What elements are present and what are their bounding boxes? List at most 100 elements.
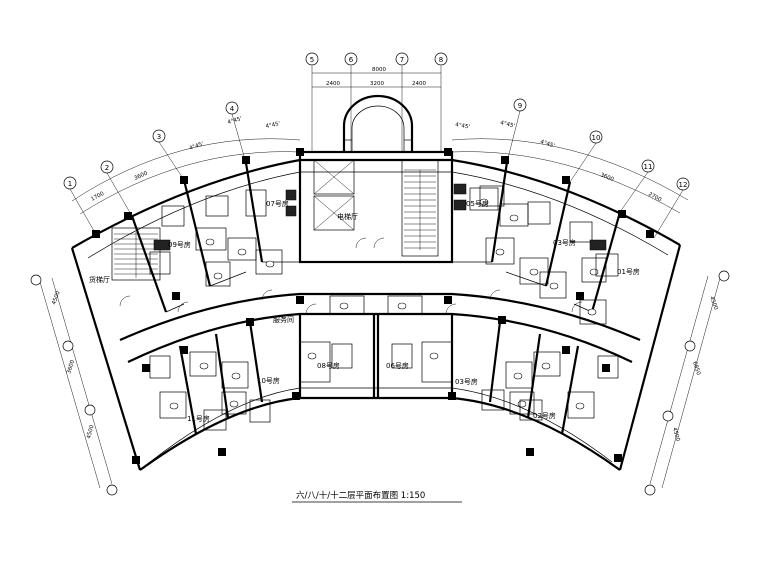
- room-partition: [490, 161, 509, 263]
- building-geometry: [30, 52, 730, 496]
- stair-core: [401, 159, 439, 257]
- outer-wall-right: [618, 244, 682, 471]
- axis-line: [506, 110, 521, 163]
- room-label-09: 09号房: [168, 240, 191, 249]
- axis-bubble: [718, 270, 730, 282]
- dim-right: 4500: [671, 427, 681, 443]
- room-partition: [244, 162, 264, 263]
- bath-fixture: [529, 268, 539, 276]
- axis-bubbles: 5 6 7 8 4 3 2 1 9 10 11 12: [68, 56, 688, 189]
- bath-fixture: [589, 268, 599, 276]
- dim-arc-left: 4°45': [227, 116, 243, 126]
- dim-right: 6850: [691, 361, 701, 377]
- structural-column: [501, 156, 509, 164]
- structural-column: [448, 392, 456, 400]
- side-dimensions: 4500 3600 4500 4500 6850 4500: [51, 290, 718, 443]
- dim-top-left: 2400: [326, 81, 340, 87]
- bath-fixture: [169, 402, 179, 410]
- structural-column: [218, 448, 226, 456]
- axis-label: 9: [518, 102, 522, 110]
- structural-column: [172, 292, 180, 300]
- freight-elevator-label: 货梯厅: [89, 275, 110, 284]
- room-partition: [130, 215, 168, 313]
- dim-arc-right: 3600: [599, 172, 615, 183]
- outer-wall-top: [71, 158, 681, 249]
- door-swing: [355, 237, 367, 249]
- dimension-line: [661, 277, 721, 489]
- bathroom-unit: [519, 257, 549, 285]
- structural-column: [92, 230, 100, 238]
- bed: [161, 205, 185, 227]
- dim-top-right: 2400: [412, 81, 426, 87]
- dim-arc-left: 3600: [133, 170, 149, 181]
- axis-label: 5: [310, 56, 314, 64]
- dimension-line: [51, 277, 113, 485]
- room-label-05: 05号房: [466, 199, 489, 208]
- door-swing: [373, 237, 385, 249]
- balcony-outline: [342, 94, 414, 152]
- axis-label: 8: [439, 56, 443, 64]
- dimension-line: [649, 275, 709, 485]
- axis-label: 2: [105, 164, 109, 172]
- bathroom-unit: [205, 261, 231, 287]
- dim-left: 4500: [86, 424, 96, 440]
- bathroom-unit: [509, 391, 535, 415]
- bathroom-unit: [227, 237, 257, 261]
- bathroom-unit: [485, 237, 515, 265]
- dim-arc-right: 4°45': [539, 139, 555, 149]
- room-partition: [165, 303, 185, 313]
- elevator-shaft: [313, 159, 355, 195]
- bath-fixture: [517, 400, 527, 408]
- structural-column: [180, 176, 188, 184]
- structural-column: [498, 316, 506, 324]
- room-partition: [178, 345, 198, 435]
- door-swing: [445, 303, 457, 315]
- room-label-07: 07号房: [266, 199, 289, 208]
- bath-fixture: [513, 372, 523, 380]
- axis-bubble: [84, 404, 96, 416]
- room-partition: [488, 321, 502, 403]
- bathroom-unit: [469, 187, 499, 211]
- room-label-08: 08号房: [317, 361, 340, 370]
- dim-arc-left: 1700: [90, 191, 106, 203]
- axis-bubble: [62, 340, 74, 352]
- bath-fixture: [549, 282, 559, 290]
- axis-bubble: [434, 52, 448, 66]
- structural-column: [132, 456, 140, 464]
- bath-fixture: [229, 400, 239, 408]
- bath-fixture: [397, 302, 407, 310]
- bathroom-unit: [567, 391, 595, 419]
- structural-column: [646, 230, 654, 238]
- elevator-shaft: [313, 195, 355, 231]
- bathroom-unit: [221, 391, 247, 415]
- bath-fixture: [231, 372, 241, 380]
- axis-line: [569, 142, 597, 183]
- dim-right: 4500: [708, 296, 719, 312]
- elevator-cross: [313, 159, 355, 195]
- axis-label: 12: [679, 181, 688, 189]
- bed: [149, 355, 171, 379]
- room-label-03b: 03号房: [455, 377, 478, 386]
- furniture: [453, 183, 467, 195]
- structural-column: [602, 364, 610, 372]
- bed: [519, 399, 543, 421]
- bathroom-unit: [421, 341, 453, 383]
- room-partition: [560, 345, 580, 435]
- bath-fixture: [265, 260, 275, 268]
- dim-arc-right: 4°45': [500, 120, 516, 129]
- bed: [331, 343, 353, 369]
- axis-label: 7: [400, 56, 404, 64]
- bath-fixture: [199, 362, 209, 370]
- structural-column: [444, 148, 452, 156]
- bathroom-unit: [255, 249, 283, 275]
- structural-column: [526, 448, 534, 456]
- room-partition: [209, 271, 247, 287]
- room-label-06: 06号房: [386, 361, 409, 370]
- axis-bubble: [644, 484, 656, 496]
- bathroom-unit: [533, 351, 561, 377]
- door-swing: [119, 295, 131, 307]
- structural-column: [444, 296, 452, 304]
- bath-fixture: [237, 248, 247, 256]
- bed: [203, 409, 227, 431]
